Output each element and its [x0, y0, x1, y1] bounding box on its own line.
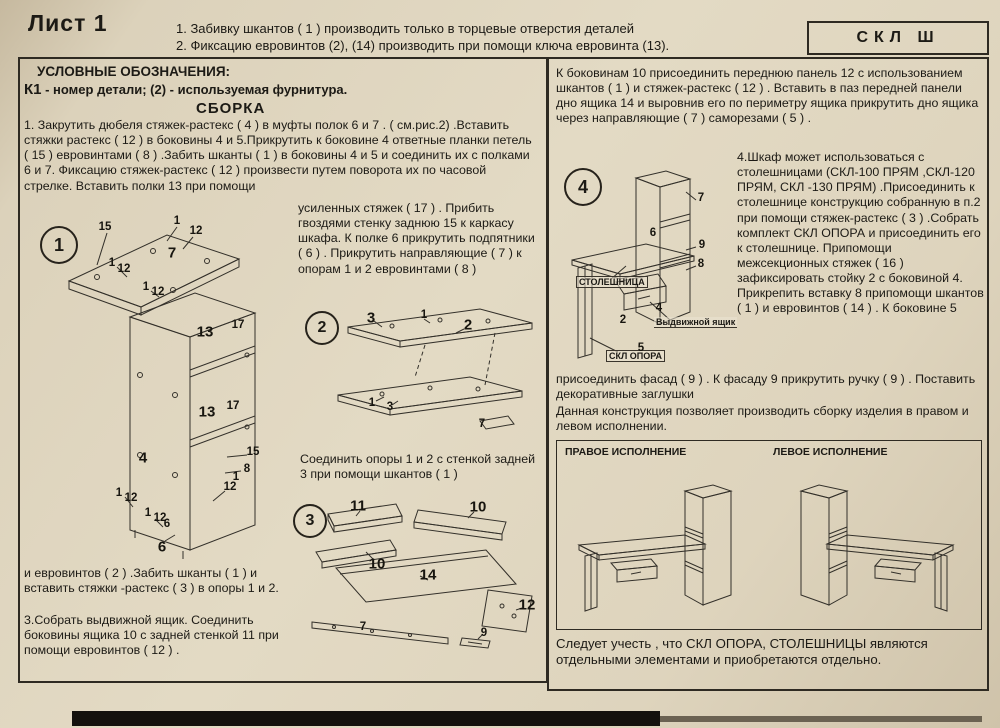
part-number-label: 2	[463, 316, 473, 334]
footnote-text: Следует учесть , что СКЛ ОПОРА, СТОЛЕШНИ…	[556, 636, 928, 668]
right-panel-frame	[547, 57, 989, 691]
desk-assembly-drawing	[571, 170, 697, 359]
part-number-label: 13	[196, 323, 214, 341]
part-number-label: 7	[167, 244, 177, 262]
part-number-label: 9	[480, 627, 488, 639]
support-label: СКЛ ОПОРА	[606, 350, 665, 362]
scan-artifact-bar-thin	[660, 716, 982, 722]
part-number-label: 12	[124, 492, 138, 504]
assembly-step4-cont-1: присоединить фасад ( 9 ) . К фасаду 9 пр…	[556, 372, 976, 402]
part-number-label: 4	[138, 449, 148, 467]
part-number-label: 15	[98, 221, 112, 233]
part-number-label: 14	[419, 566, 437, 584]
part-number-label: 15	[246, 446, 260, 458]
part-number-label: 7	[697, 192, 705, 204]
part-number-label: 5	[637, 342, 645, 354]
part-number-label: 11	[350, 497, 366, 515]
assembly-step4-cont-2: Данная конструкция позволяет производить…	[556, 404, 969, 434]
figure3-number-badge: 3	[293, 504, 327, 538]
assembly-step1-text: 1. Закрутить дюбеля стяжек-растекс ( 4 )…	[24, 118, 532, 193]
part-number-label: 2	[619, 314, 627, 326]
assembly-title: СБОРКА	[196, 100, 266, 117]
right-version-label: ПРАВОЕ ИСПОЛНЕНИЕ	[565, 446, 687, 458]
part-number-label: 1	[368, 397, 376, 409]
part-number-label: 6	[163, 518, 171, 530]
legend-line: К1 - номер детали; (2) - используемая фу…	[24, 81, 347, 99]
drawer-label: Выдвижной ящик	[654, 317, 738, 328]
part-number-label: 17	[226, 400, 240, 412]
header-note-2: 2. Фиксацию евровинтов (2), (14) произво…	[176, 38, 670, 53]
part-number-label: 12	[223, 481, 237, 493]
sheet-title: Лист 1	[28, 10, 108, 36]
cabinet-assembly-drawing	[67, 226, 257, 559]
header-note-1: 1. Забивку шкантов ( 1 ) производить тол…	[176, 21, 634, 36]
assembly-step4-text: 4.Шкаф может использоваться с столешница…	[737, 150, 984, 316]
part-number-label: 1	[420, 309, 428, 321]
part-number-label: 17	[231, 319, 245, 331]
figure4-desk: СТОЛЕШНИЦА Выдвижной ящик СКЛ ОПОРА 7 6 9 8…	[566, 162, 741, 377]
part-number-label: 3	[366, 309, 376, 327]
drawer-assembly-drawing	[311, 503, 533, 649]
legend-description: - номер детали; (2) - используемая фурни…	[41, 82, 348, 97]
part-number-label: 1	[173, 215, 181, 227]
part-number-label: 10	[368, 555, 386, 573]
assembly-step1-side-text: усиленных стяжек ( 17 ) . Прибить гвоздя…	[298, 201, 535, 276]
part-number-label: 3	[386, 401, 394, 413]
part-number-label: 7	[478, 418, 486, 430]
assembly-bottom-text-1: и евровинтов ( 2 ) .Забить шканты ( 1 ) …	[24, 566, 279, 596]
assembly-bottom-text-2: 3.Собрать выдвижной ящик. Соединить боко…	[24, 613, 279, 658]
part-number-label: 13	[198, 403, 216, 421]
legend-title: УСЛОВНЫЕ ОБОЗНАЧЕНИЯ:	[37, 64, 231, 79]
part-number-label: 12	[117, 263, 131, 275]
part-number-label: 8	[243, 463, 251, 475]
supports-assembly-drawing	[337, 308, 533, 430]
left-version-label: ЛЕВОЕ ИСПОЛНЕНИЕ	[773, 446, 888, 458]
model-stamp: СКЛ Ш	[807, 21, 989, 55]
scan-artifact-bar	[72, 711, 660, 726]
part-number-label: 12	[153, 512, 167, 524]
part-number-label: 7	[359, 621, 367, 633]
part-number-label: 8	[697, 258, 705, 270]
part-number-label: 12	[518, 596, 536, 614]
figure4-number-badge: 4	[564, 168, 602, 206]
part-number-label: 1	[232, 471, 240, 483]
part-number-label: 1	[144, 507, 152, 519]
figure3-drawer: 11 10 10 14 12 9 7	[300, 488, 545, 665]
legend-part-code: К1	[24, 81, 42, 98]
part-number-label: 9	[698, 239, 706, 251]
part-number-label: 6	[157, 538, 167, 556]
part-number-label: 4	[655, 302, 663, 314]
figure2-number-badge: 2	[305, 311, 339, 345]
part-number-label: 12	[151, 286, 165, 298]
connect-supports-text: Соединить опоры 1 и 2 с стенкой задней 3…	[300, 452, 536, 482]
assembly-step2-text: К боковинам 10 присоединить переднюю пан…	[556, 66, 979, 126]
figure1-number-badge: 1	[40, 226, 78, 264]
right-left-version-drawings	[578, 484, 954, 612]
tabletop-label: СТОЛЕШНИЦА	[576, 276, 648, 288]
versions-box: ПРАВОЕ ИСПОЛНЕНИЕ ЛЕВОЕ ИСПОЛНЕНИЕ	[556, 440, 982, 630]
part-number-label: 1	[142, 281, 150, 293]
part-number-label: 1	[115, 487, 123, 499]
part-number-label: 6	[649, 227, 657, 239]
part-number-label: 10	[469, 498, 487, 516]
part-number-label: 1	[108, 257, 116, 269]
part-number-label: 12	[189, 225, 203, 237]
